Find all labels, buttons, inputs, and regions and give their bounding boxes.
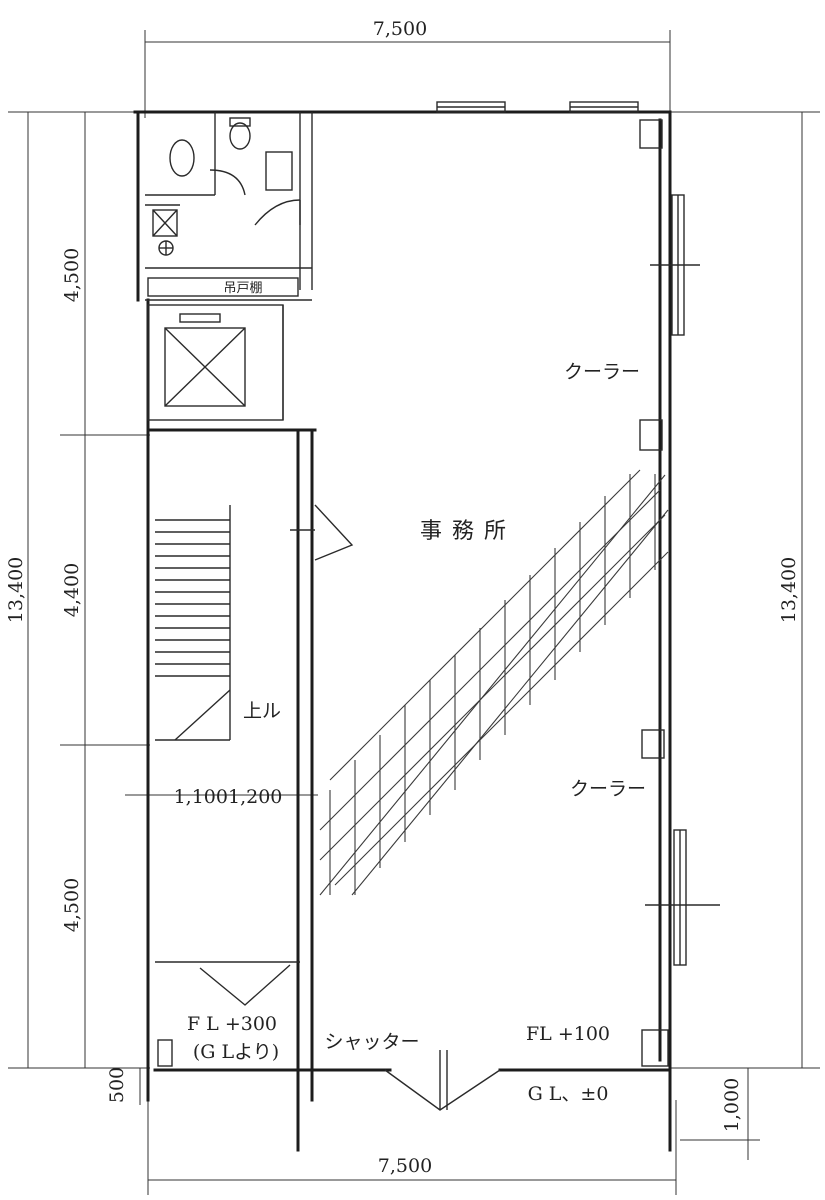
dimension-lines — [8, 30, 820, 1195]
dim-left-total: 13,400 — [5, 557, 27, 623]
dim-offset-right: 1,000 — [721, 1078, 743, 1132]
elevator — [147, 304, 284, 421]
toilet-block — [145, 112, 313, 301]
hatched-band — [319, 469, 669, 896]
dim-segment-middle: 4,400 — [61, 563, 83, 617]
label-storage: 吊戸棚 — [223, 281, 262, 296]
label-floor-level-office: FL +100 — [526, 1023, 610, 1045]
dim-bottom-width: 7,500 — [378, 1155, 432, 1177]
dim-segment-top: 4,500 — [61, 248, 83, 302]
shutter-opening[interactable] — [384, 1050, 501, 1111]
right-windows — [645, 194, 720, 966]
columns — [639, 119, 669, 1067]
outer-walls — [133, 110, 672, 1152]
stairs — [155, 505, 231, 741]
label-shutter: シャッター — [324, 1031, 419, 1053]
label-cooler-lower: クーラー — [570, 778, 646, 800]
label-cooler-upper: クーラー — [564, 361, 640, 383]
dim-stair-widths: 1,1001,200 — [174, 786, 283, 808]
office-door[interactable] — [290, 504, 354, 561]
room-name-office: 事務所 — [420, 519, 516, 544]
top-windows — [436, 101, 639, 113]
entry-doors[interactable] — [155, 961, 300, 1067]
label-floor-level-entry-note: (G Lより) — [193, 1041, 279, 1063]
label-floor-level-entry: F L +300 — [187, 1013, 277, 1035]
label-ground-level: G L、±0 — [528, 1083, 609, 1105]
dim-segment-bottom: 4,500 — [61, 878, 83, 932]
dim-offset-left: 500 — [106, 1067, 128, 1103]
dim-right-total: 13,400 — [778, 557, 800, 623]
corridor-walls — [146, 428, 317, 1152]
label-stairs-up: 上ル — [243, 700, 281, 722]
dim-top-width: 7,500 — [373, 18, 427, 40]
